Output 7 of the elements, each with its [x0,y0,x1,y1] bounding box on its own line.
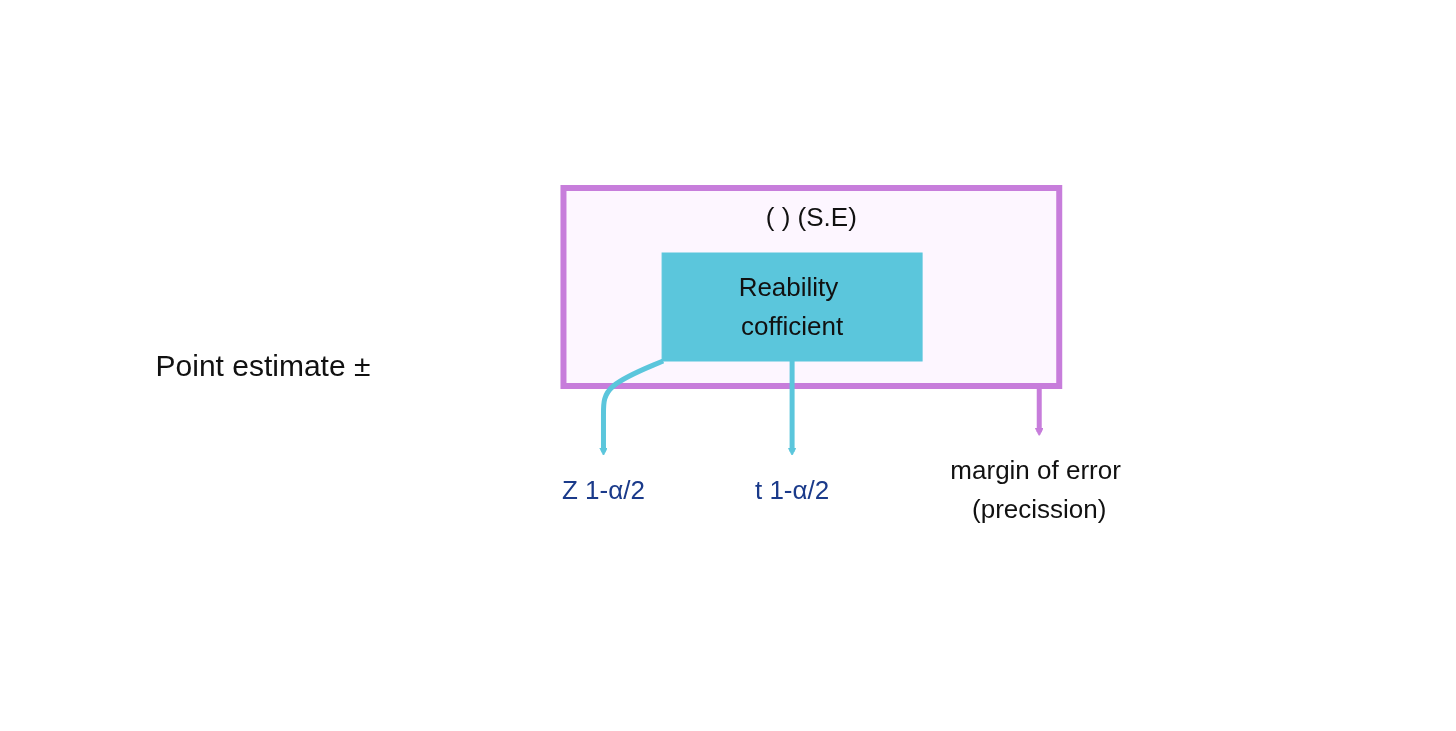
node-box: Reability cofficient [661,252,923,361]
arrow [598,358,664,456]
formula-text: Point estimate ± [155,348,371,383]
node-text: Z 1-α/2 [561,474,645,504]
arrow [787,360,797,456]
node-text: t 1-α/2 [754,474,830,504]
node-text: margin of error (precission) [950,454,1121,524]
